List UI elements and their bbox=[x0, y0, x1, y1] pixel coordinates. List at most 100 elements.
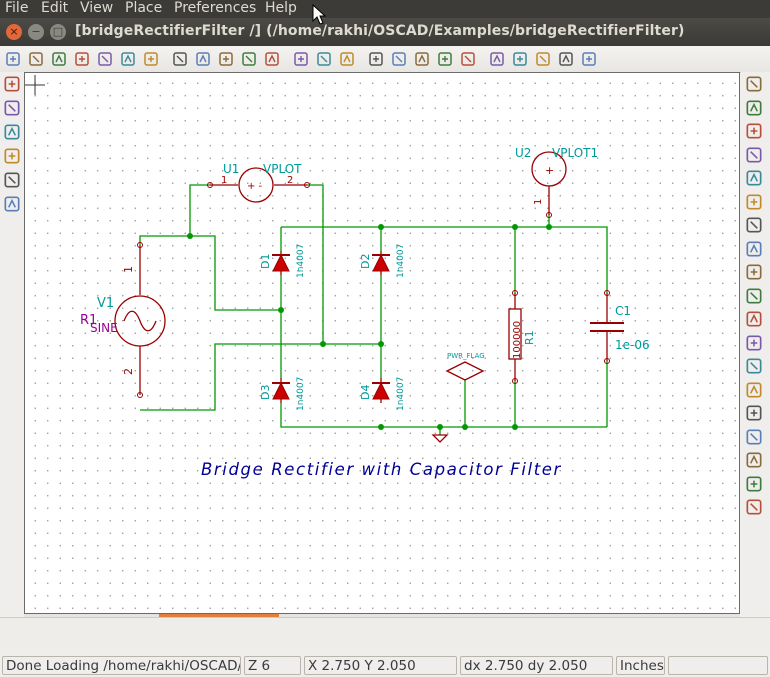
cursor-shape-icon[interactable] bbox=[2, 146, 22, 166]
d3-value: 1n4007 bbox=[296, 377, 306, 411]
u2-symbol: + bbox=[545, 164, 554, 177]
u1-value: VPLOT bbox=[263, 162, 302, 176]
window-title: [bridgeRectifierFilter /] (/home/rakhi/O… bbox=[75, 23, 685, 39]
place-component-icon[interactable] bbox=[744, 121, 764, 141]
graphic-line-icon[interactable] bbox=[744, 450, 764, 470]
menu-help[interactable]: Help bbox=[265, 0, 297, 16]
annotate-icon[interactable] bbox=[488, 50, 506, 68]
d2-diode[interactable]: D2 1n4007 bbox=[359, 244, 406, 278]
import-sheet-pin-icon[interactable] bbox=[744, 403, 764, 423]
hierarchical-sheet-icon[interactable] bbox=[744, 380, 764, 400]
open-icon[interactable] bbox=[27, 50, 45, 68]
wire[interactable] bbox=[307, 184, 324, 344]
ground-symbol[interactable] bbox=[431, 434, 449, 443]
wire[interactable] bbox=[280, 403, 607, 428]
u1-pin1-label: 1 bbox=[221, 175, 227, 186]
place-power-icon[interactable] bbox=[744, 145, 764, 165]
maximize-icon: □ bbox=[52, 25, 64, 38]
image-icon[interactable] bbox=[744, 497, 764, 517]
r1-reference: R1 bbox=[523, 330, 536, 345]
main-toolbar bbox=[0, 46, 770, 73]
net-label-icon[interactable] bbox=[744, 286, 764, 306]
new-schematic-icon[interactable] bbox=[4, 50, 22, 68]
undo-icon[interactable] bbox=[240, 50, 258, 68]
junction-dot bbox=[278, 307, 284, 313]
options-toolbar bbox=[0, 72, 24, 616]
maximize-window-button[interactable]: □ bbox=[50, 24, 66, 40]
u1-vplot[interactable]: + - 1 2 U1 VPLOT bbox=[207, 162, 310, 203]
grid-toggle-icon[interactable] bbox=[2, 74, 22, 94]
zoom-in-icon[interactable] bbox=[367, 50, 385, 68]
menu-file[interactable]: File bbox=[5, 0, 29, 16]
horizontal-scroll-thumb[interactable] bbox=[159, 614, 279, 617]
d3-reference: D3 bbox=[259, 385, 272, 400]
find-icon[interactable] bbox=[96, 50, 114, 68]
hierarchy-icon[interactable] bbox=[142, 50, 160, 68]
d4-diode[interactable]: D4 1n4007 bbox=[359, 377, 406, 411]
copy-icon[interactable] bbox=[194, 50, 212, 68]
wire-angle-icon[interactable] bbox=[2, 194, 22, 214]
menu-edit[interactable]: Edit bbox=[41, 0, 69, 16]
bus-entry-icon[interactable] bbox=[744, 239, 764, 259]
hierarchical-label-icon[interactable] bbox=[744, 356, 764, 376]
units-mm-icon[interactable] bbox=[2, 122, 22, 142]
erc-icon[interactable] bbox=[511, 50, 529, 68]
junction-dot bbox=[320, 341, 326, 347]
menu-view[interactable]: View bbox=[80, 0, 114, 16]
units-inch-icon[interactable] bbox=[2, 98, 22, 118]
schematic-canvas[interactable]: 1 2 V1 R1 SINE + - 1 2 U1 VPLOT bbox=[24, 72, 740, 614]
wire-bus-entry-icon[interactable] bbox=[744, 215, 764, 235]
place-bus-icon[interactable] bbox=[744, 192, 764, 212]
pcbnew-icon[interactable] bbox=[580, 50, 598, 68]
library-browser-icon[interactable] bbox=[338, 50, 356, 68]
wire[interactable] bbox=[281, 226, 608, 293]
r1-resistor[interactable]: 100000 R1 bbox=[508, 290, 536, 384]
cut-icon[interactable] bbox=[171, 50, 189, 68]
text-icon[interactable] bbox=[744, 474, 764, 494]
menu-preferences[interactable]: Preferences bbox=[174, 0, 257, 16]
v1-sine-source[interactable]: 1 2 V1 R1 SINE bbox=[80, 242, 166, 398]
global-label-icon[interactable] bbox=[744, 309, 764, 329]
menu-place[interactable]: Place bbox=[125, 0, 163, 16]
library-editor-icon[interactable] bbox=[315, 50, 333, 68]
no-connect-icon[interactable] bbox=[744, 262, 764, 282]
print-icon[interactable] bbox=[292, 50, 310, 68]
u2-vplot1[interactable]: + 1 U2 VPLOT1 bbox=[515, 146, 598, 218]
minimize-window-button[interactable]: − bbox=[28, 24, 44, 40]
find-replace-icon[interactable] bbox=[119, 50, 137, 68]
wire[interactable] bbox=[140, 343, 381, 411]
redo-icon[interactable] bbox=[263, 50, 281, 68]
paste-icon[interactable] bbox=[217, 50, 235, 68]
bom-icon[interactable] bbox=[557, 50, 575, 68]
v1-pin1-label: 1 bbox=[122, 266, 135, 273]
wire[interactable] bbox=[190, 235, 281, 311]
u1-reference: U1 bbox=[223, 162, 239, 176]
horizontal-scrollbar[interactable] bbox=[24, 614, 740, 617]
c1-value: 1e-06 bbox=[615, 338, 650, 352]
zoom-fit-icon[interactable] bbox=[436, 50, 454, 68]
d4-reference: D4 bbox=[359, 385, 372, 400]
pwr-flag[interactable]: PWR_FLAG bbox=[445, 352, 485, 381]
sheet-settings-icon[interactable] bbox=[73, 50, 91, 68]
navigate-hierarchy-icon[interactable] bbox=[744, 98, 764, 118]
status-zoom: Z 6 bbox=[244, 656, 301, 675]
zoom-redraw-icon[interactable] bbox=[413, 50, 431, 68]
hidden-pins-icon[interactable] bbox=[2, 170, 22, 190]
v1-reference: V1 bbox=[97, 296, 114, 311]
hierarchical-pin-icon[interactable] bbox=[744, 427, 764, 447]
navigator-icon[interactable] bbox=[459, 50, 477, 68]
c1-capacitor[interactable]: C1 1e-06 bbox=[590, 290, 650, 364]
netlist-icon[interactable] bbox=[534, 50, 552, 68]
close-window-button[interactable]: × bbox=[6, 24, 22, 40]
place-wire-icon[interactable] bbox=[744, 168, 764, 188]
zoom-out-icon[interactable] bbox=[390, 50, 408, 68]
select-arrow-icon[interactable] bbox=[744, 74, 764, 94]
save-icon[interactable] bbox=[50, 50, 68, 68]
junction-dot bbox=[512, 424, 518, 430]
mouse-cursor-icon bbox=[312, 4, 326, 25]
d1-diode[interactable]: D1 1n4007 bbox=[259, 244, 306, 278]
junction-icon[interactable] bbox=[744, 333, 764, 353]
junction-dot bbox=[437, 424, 443, 430]
d3-diode[interactable]: D3 1n4007 bbox=[259, 377, 306, 411]
schematic-caption: Bridge Rectifier with Capacitor Filter bbox=[201, 460, 562, 479]
